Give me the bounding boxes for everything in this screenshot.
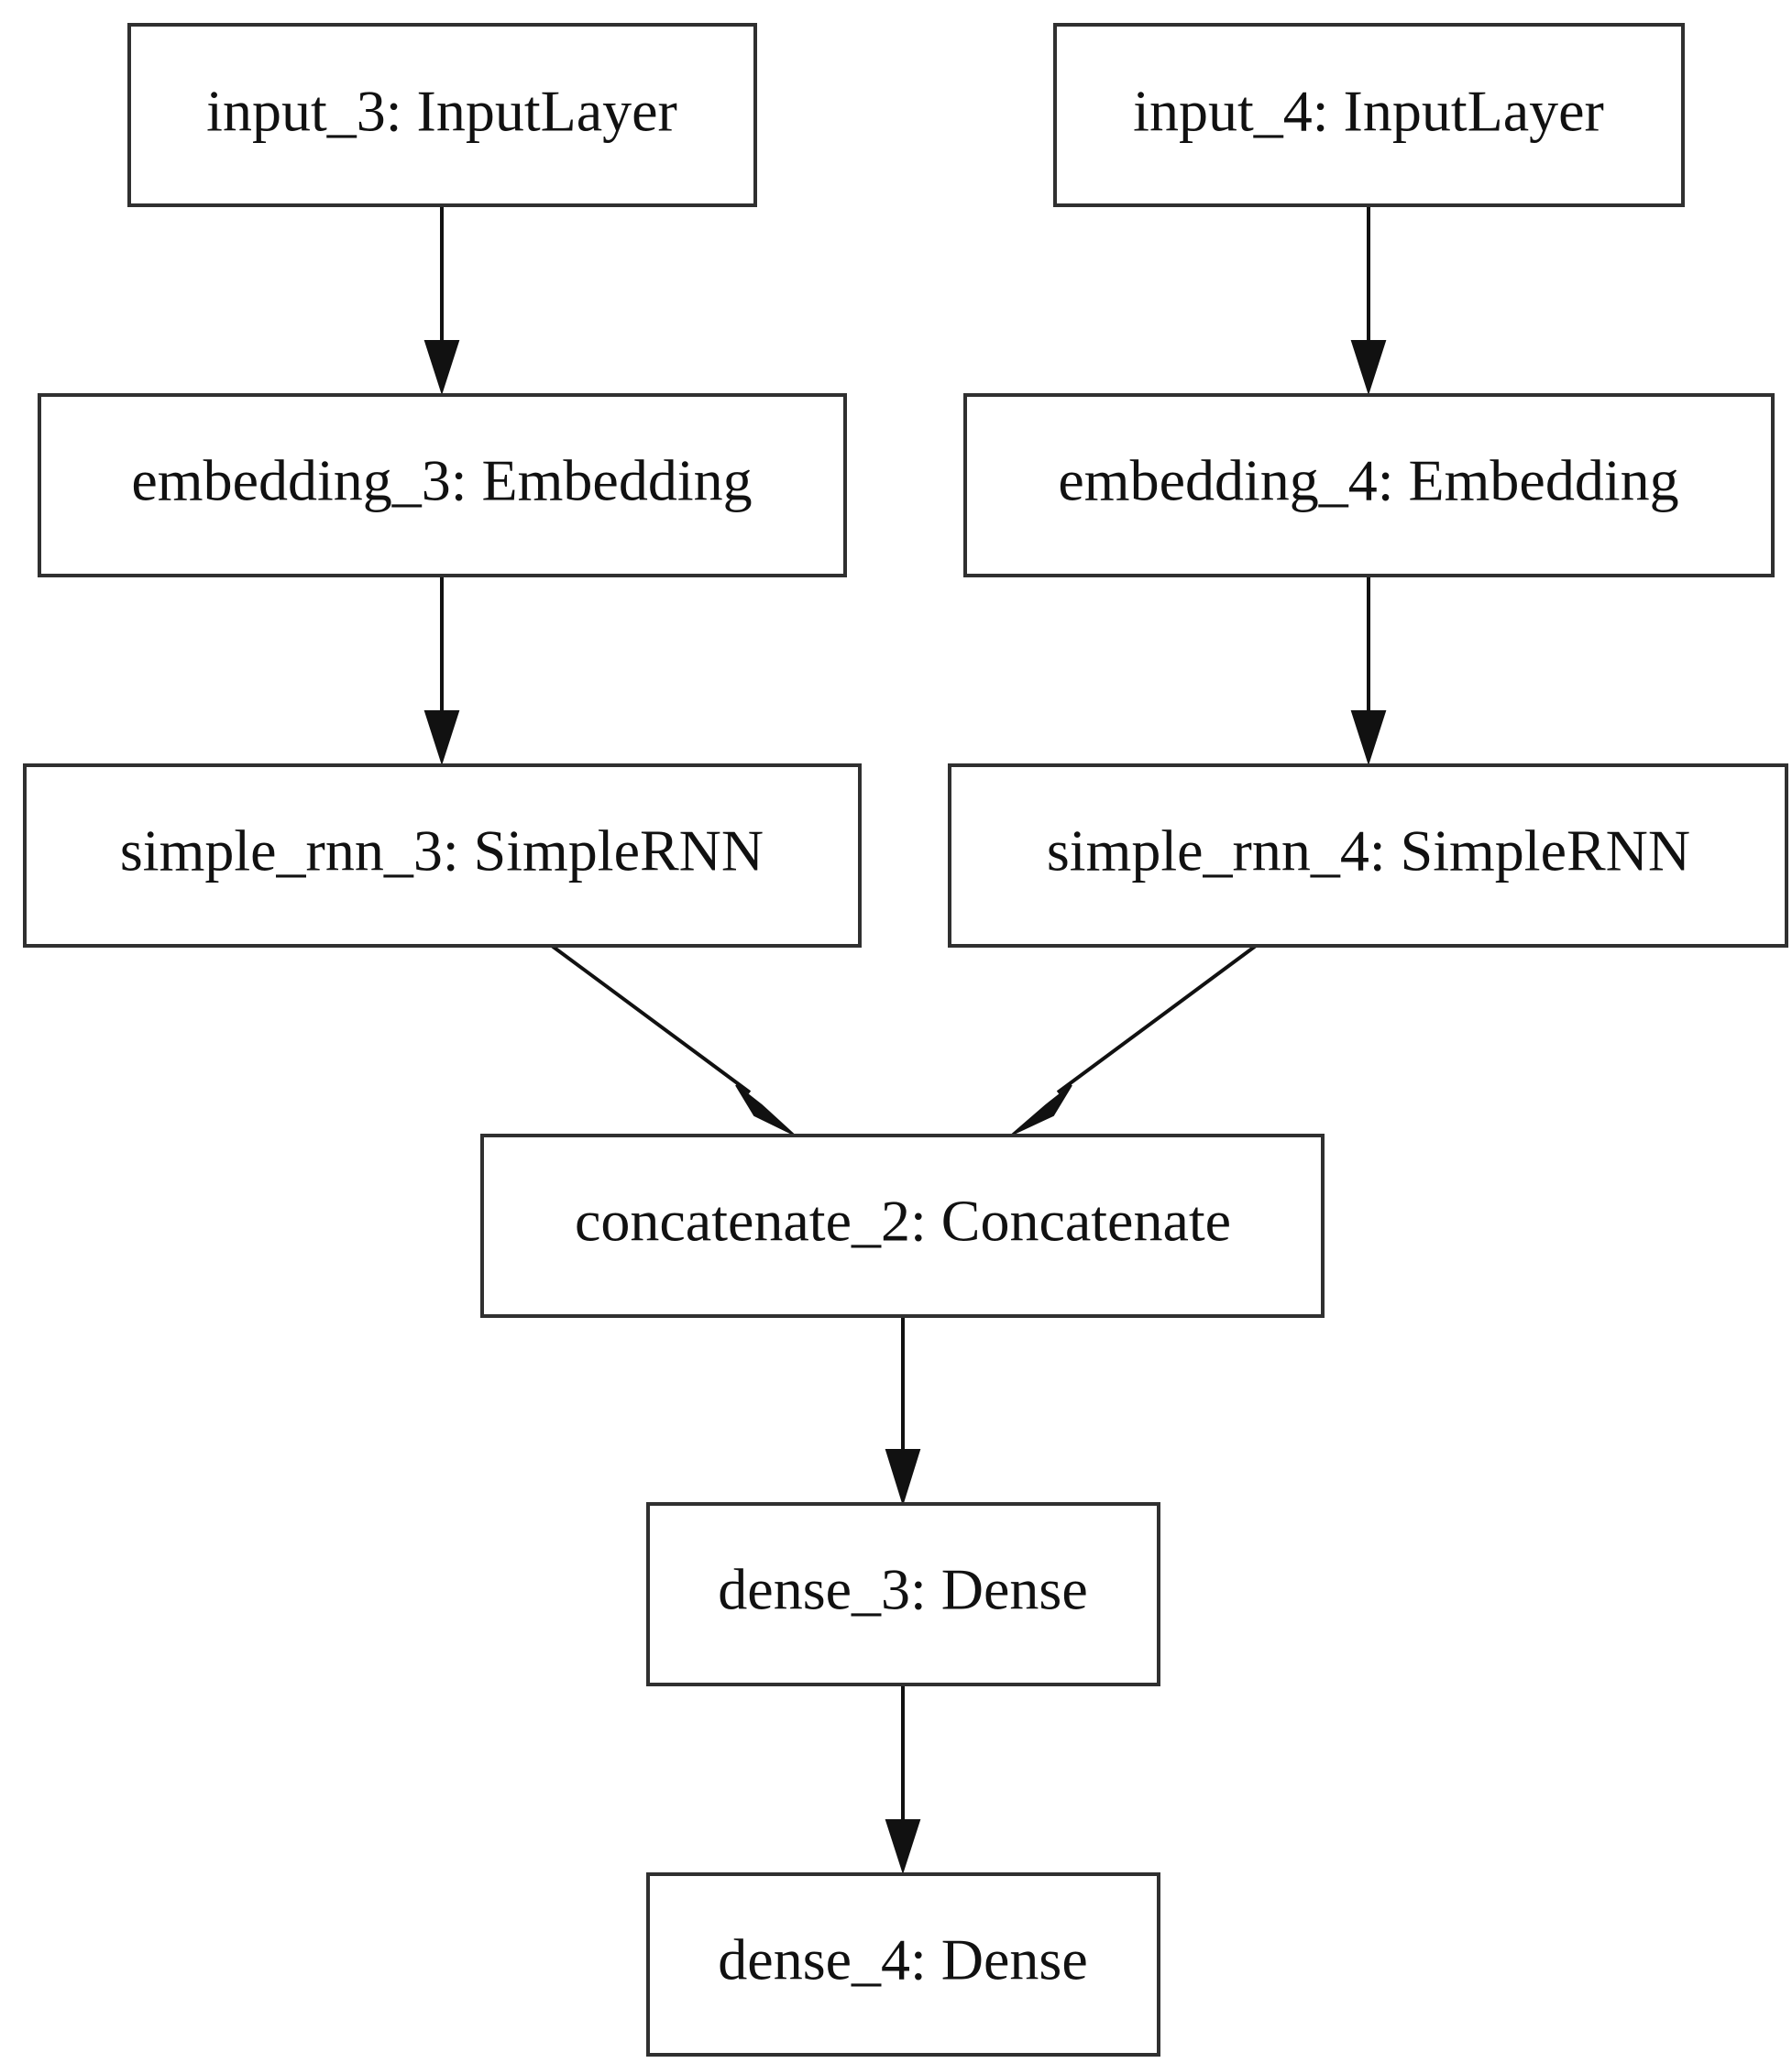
node-label-embedding-3: embedding_3: Embedding: [131, 448, 752, 513]
node-label-input-3: input_3: InputLayer: [206, 79, 677, 144]
node-concatenate-2: concatenate_2: Concatenate: [480, 1134, 1325, 1318]
nodes: input_3: InputLayer input_4: InputLayer …: [23, 23, 1788, 2057]
edge-concatenate-2-to-dense-3: [885, 1316, 921, 1507]
edge-simple-rnn-4-to-concatenate-2: [1011, 944, 1258, 1136]
edge-embedding-3-to-simple-rnn-3: [423, 576, 460, 766]
node-label-input-4: input_4: InputLayer: [1133, 79, 1604, 144]
node-dense-3: dense_3: Dense: [646, 1502, 1160, 1686]
node-label-simple-rnn-3: simple_rnn_3: SimpleRNN: [120, 818, 764, 883]
edge-input-3-to-embedding-3: [423, 205, 460, 396]
edge-embedding-4-to-simple-rnn-4: [1350, 576, 1387, 766]
node-label-concatenate-2: concatenate_2: Concatenate: [575, 1189, 1231, 1254]
node-simple-rnn-3: simple_rnn_3: SimpleRNN: [23, 763, 862, 948]
edge-dense-3-to-dense-4: [885, 1684, 921, 1875]
edges: [423, 205, 1387, 1875]
node-input-4: input_4: InputLayer: [1053, 23, 1685, 207]
node-simple-rnn-4: simple_rnn_4: SimpleRNN: [948, 763, 1788, 948]
node-label-dense-4: dense_4: Dense: [718, 1927, 1087, 1992]
node-label-embedding-4: embedding_4: Embedding: [1058, 448, 1678, 513]
node-embedding-3: embedding_3: Embedding: [38, 393, 847, 577]
node-dense-4: dense_4: Dense: [646, 1872, 1160, 2057]
edge-input-4-to-embedding-4: [1350, 205, 1387, 396]
node-input-3: input_3: InputLayer: [127, 23, 757, 207]
node-label-dense-3: dense_3: Dense: [718, 1557, 1087, 1622]
edge-simple-rnn-3-to-concatenate-2: [550, 944, 795, 1136]
node-embedding-4: embedding_4: Embedding: [963, 393, 1775, 577]
node-label-simple-rnn-4: simple_rnn_4: SimpleRNN: [1047, 818, 1690, 883]
